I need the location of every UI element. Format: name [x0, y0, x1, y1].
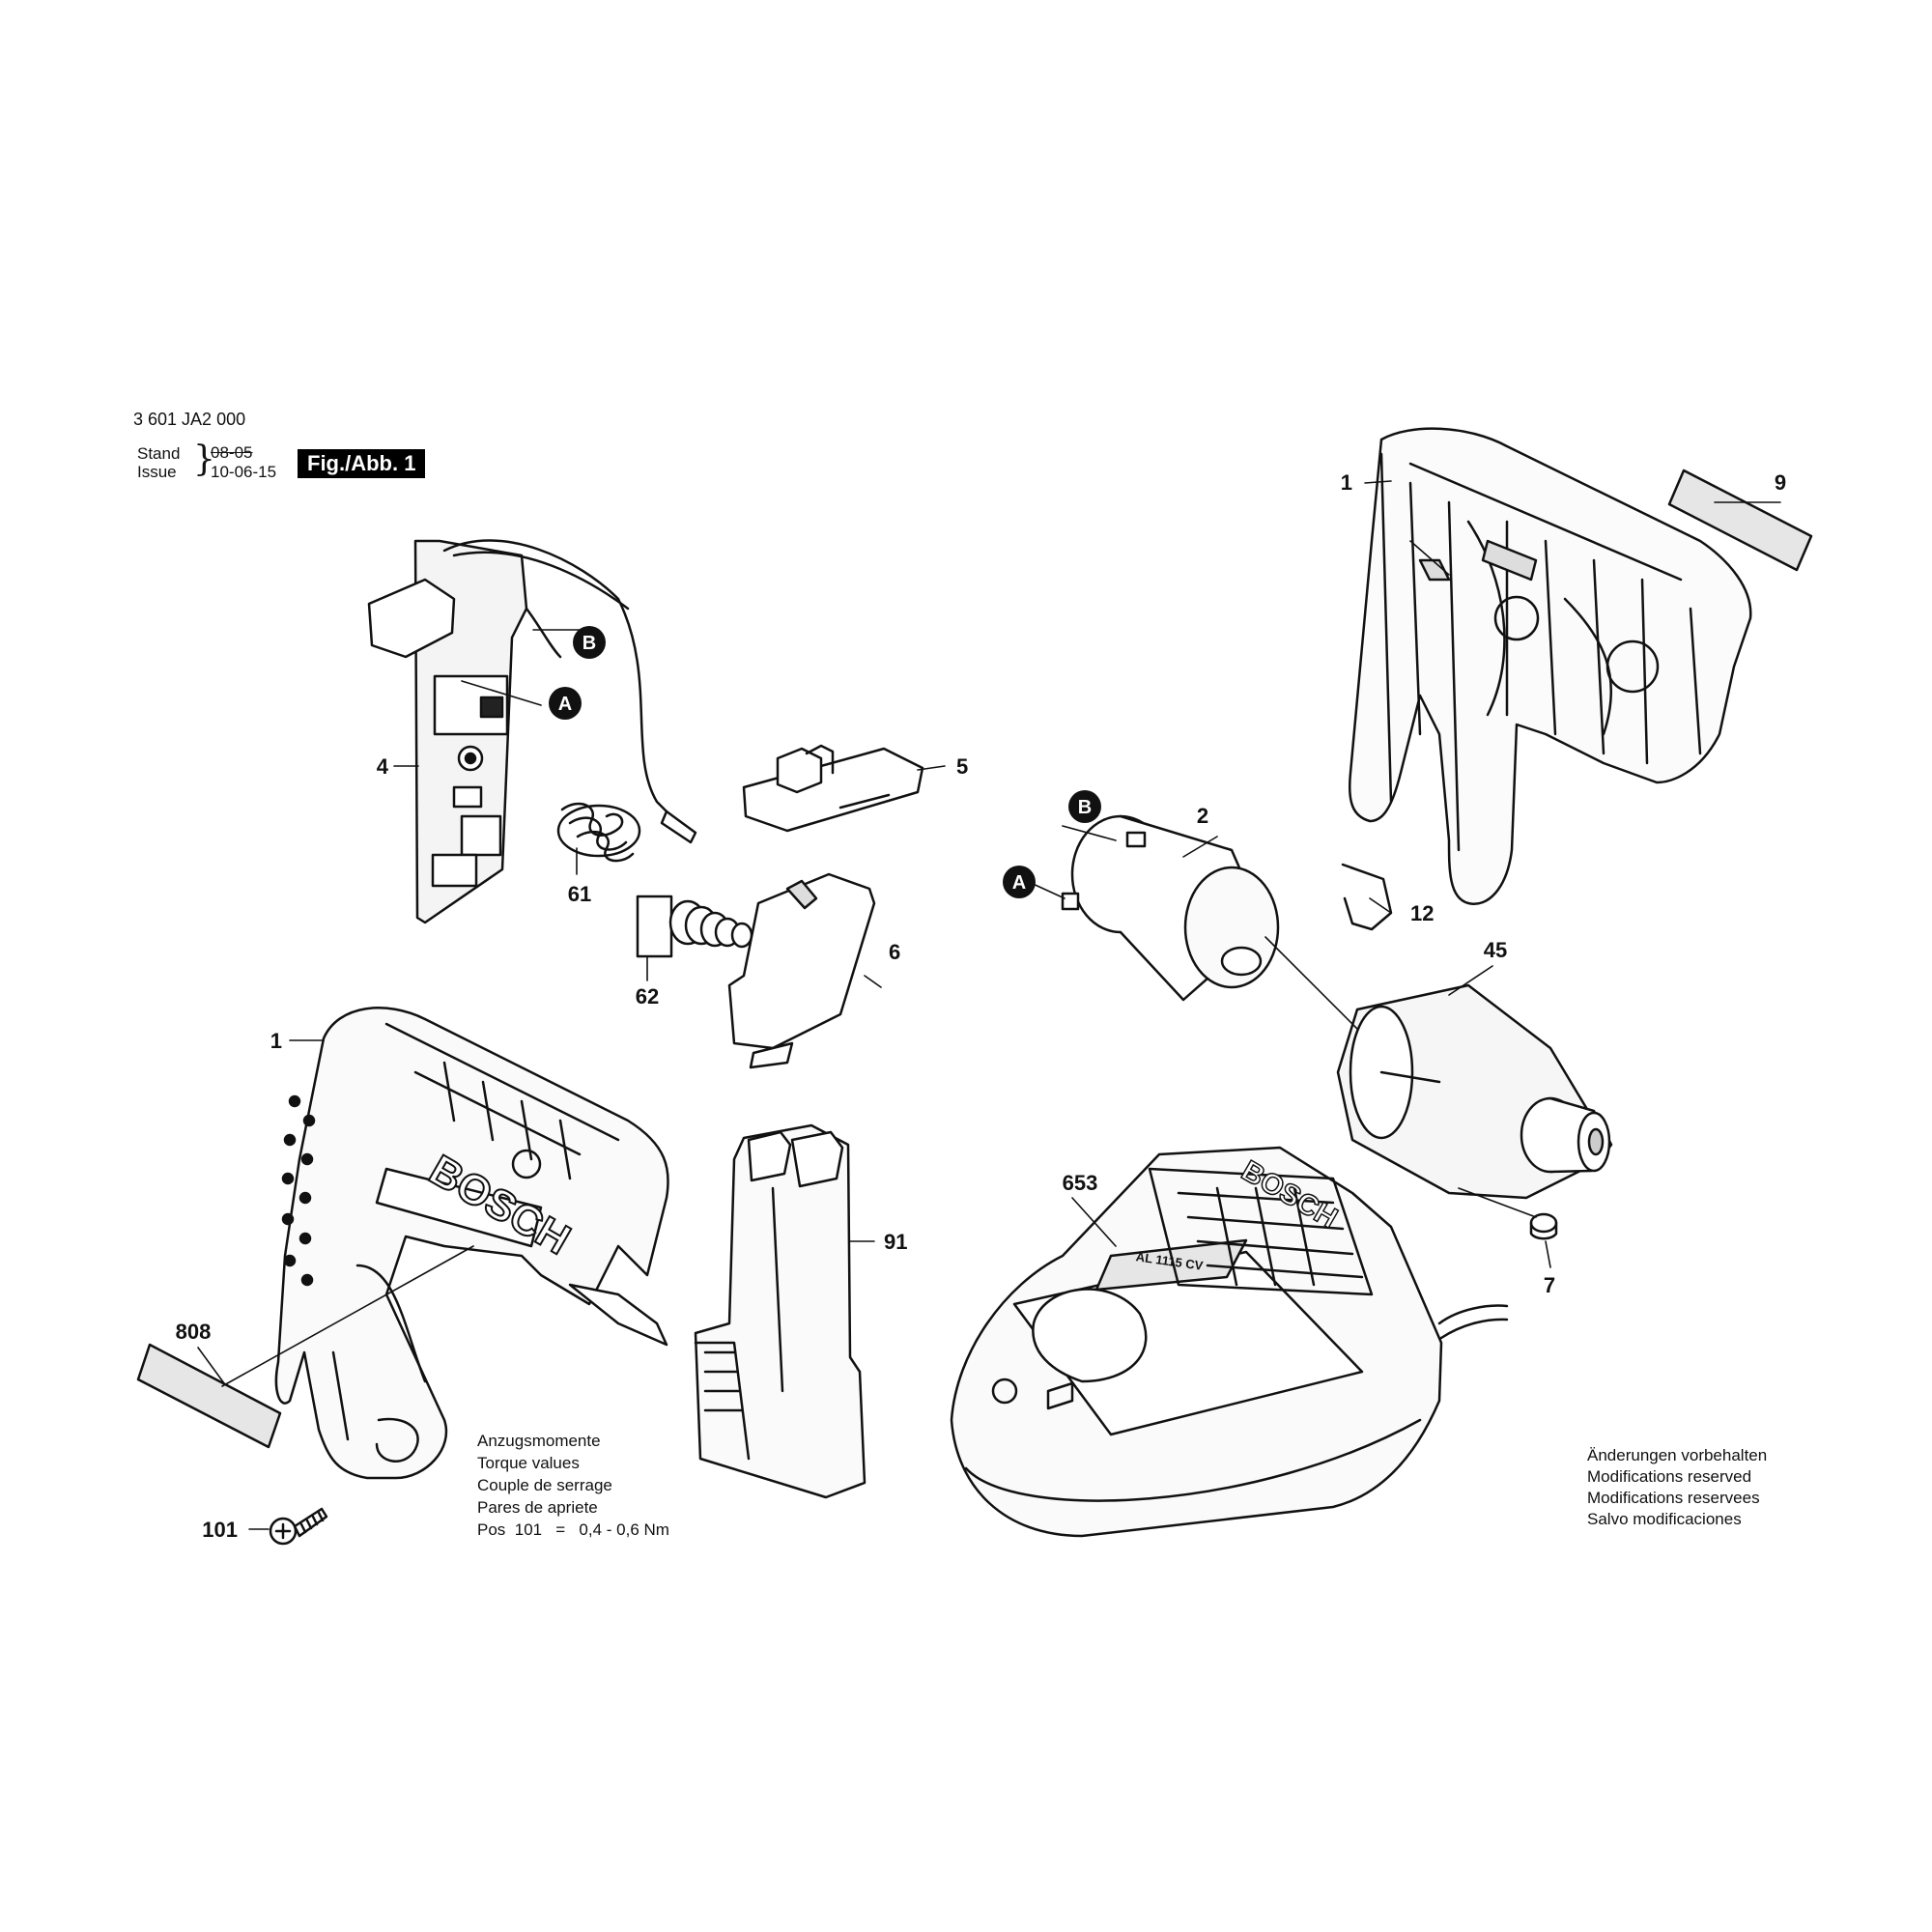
svg-text:B: B — [1078, 797, 1092, 818]
marker-b-motor: B — [1068, 790, 1101, 823]
spring-part-61 — [556, 802, 641, 863]
torque-title-de: Anzugsmomente — [477, 1432, 601, 1450]
callout-7: 7 — [1544, 1273, 1555, 1297]
label-strip-part-808 — [136, 1343, 282, 1449]
svg-text:A: A — [1012, 872, 1026, 894]
marker-a-motor: A — [1003, 866, 1036, 898]
gearbox-part-45 — [1336, 983, 1613, 1200]
clip-part-12 — [1341, 863, 1393, 931]
figure-label: Fig./Abb. 1 — [298, 449, 426, 478]
marker-b-upper: B — [573, 626, 606, 659]
notice-en: Modifications reserved — [1587, 1467, 1752, 1486]
callout-12: 12 — [1410, 901, 1434, 925]
callout-101: 101 — [202, 1518, 238, 1542]
charger-part-653 — [950, 1146, 1509, 1538]
torque-title-es: Pares de apriete — [477, 1498, 598, 1517]
torque-spec-row: Pos 101 = 0,4 - 0,6 Nm — [477, 1519, 669, 1541]
torque-title-en: Torque values — [477, 1454, 580, 1472]
part-number: 3 601 JA2 000 — [133, 410, 246, 429]
switch-pcb-part-4 — [367, 539, 697, 924]
brace-glyph: } — [193, 440, 215, 479]
issue-value: 10-06-15 — [211, 463, 277, 481]
stand-label: Stand — [137, 444, 181, 463]
callout-2: 2 — [1197, 804, 1208, 828]
modifications-notice: Änderungen vorbehalten Modifications res… — [1587, 1445, 1767, 1530]
direction-switch-part-5 — [742, 744, 924, 833]
callout-5: 5 — [956, 754, 968, 779]
label-strip-part-9 — [1667, 469, 1813, 572]
callout-1-top: 1 — [1341, 470, 1352, 495]
callout-91: 91 — [884, 1230, 907, 1254]
notice-es: Salvo modificaciones — [1587, 1510, 1742, 1528]
button-part-7 — [1529, 1212, 1558, 1240]
issue-label: Issue — [137, 463, 177, 481]
housing-part-1-bottom — [274, 1007, 669, 1480]
callout-1-bottom: 1 — [270, 1029, 282, 1053]
svg-text:A: A — [558, 694, 572, 715]
notice-de: Änderungen vorbehalten — [1587, 1446, 1768, 1464]
boot-part-62 — [636, 895, 753, 958]
callout-4: 4 — [377, 754, 389, 779]
torque-values-block: Anzugsmomente Torque values Couple de se… — [477, 1430, 669, 1541]
notice-fr: Modifications reservees — [1587, 1489, 1760, 1507]
torque-title-fr: Couple de serrage — [477, 1476, 612, 1494]
torque-pos-number: 101 — [514, 1520, 543, 1539]
callout-6: 6 — [889, 940, 900, 964]
motor-part-2 — [1061, 814, 1280, 1002]
battery-part-91 — [694, 1123, 867, 1499]
torque-pos-value: 0,4 - 0,6 Nm — [579, 1520, 669, 1539]
screw-part-101 — [269, 1507, 328, 1546]
callout-45: 45 — [1484, 938, 1507, 962]
callout-653: 653 — [1063, 1171, 1098, 1195]
leader-lines — [197, 480, 1781, 1530]
stand-value: 08-05 — [211, 443, 253, 462]
callout-9: 9 — [1775, 470, 1786, 495]
callout-62: 62 — [636, 984, 659, 1009]
callout-808: 808 — [176, 1320, 212, 1344]
svg-text:B: B — [582, 633, 596, 654]
torque-pos-label: Pos — [477, 1520, 506, 1539]
trigger-part-6 — [727, 872, 876, 1069]
callout-61: 61 — [568, 882, 591, 906]
housing-half-part-1-top — [1348, 427, 1752, 905]
marker-a-upper: A — [549, 687, 582, 720]
torque-equals: = — [555, 1520, 566, 1539]
